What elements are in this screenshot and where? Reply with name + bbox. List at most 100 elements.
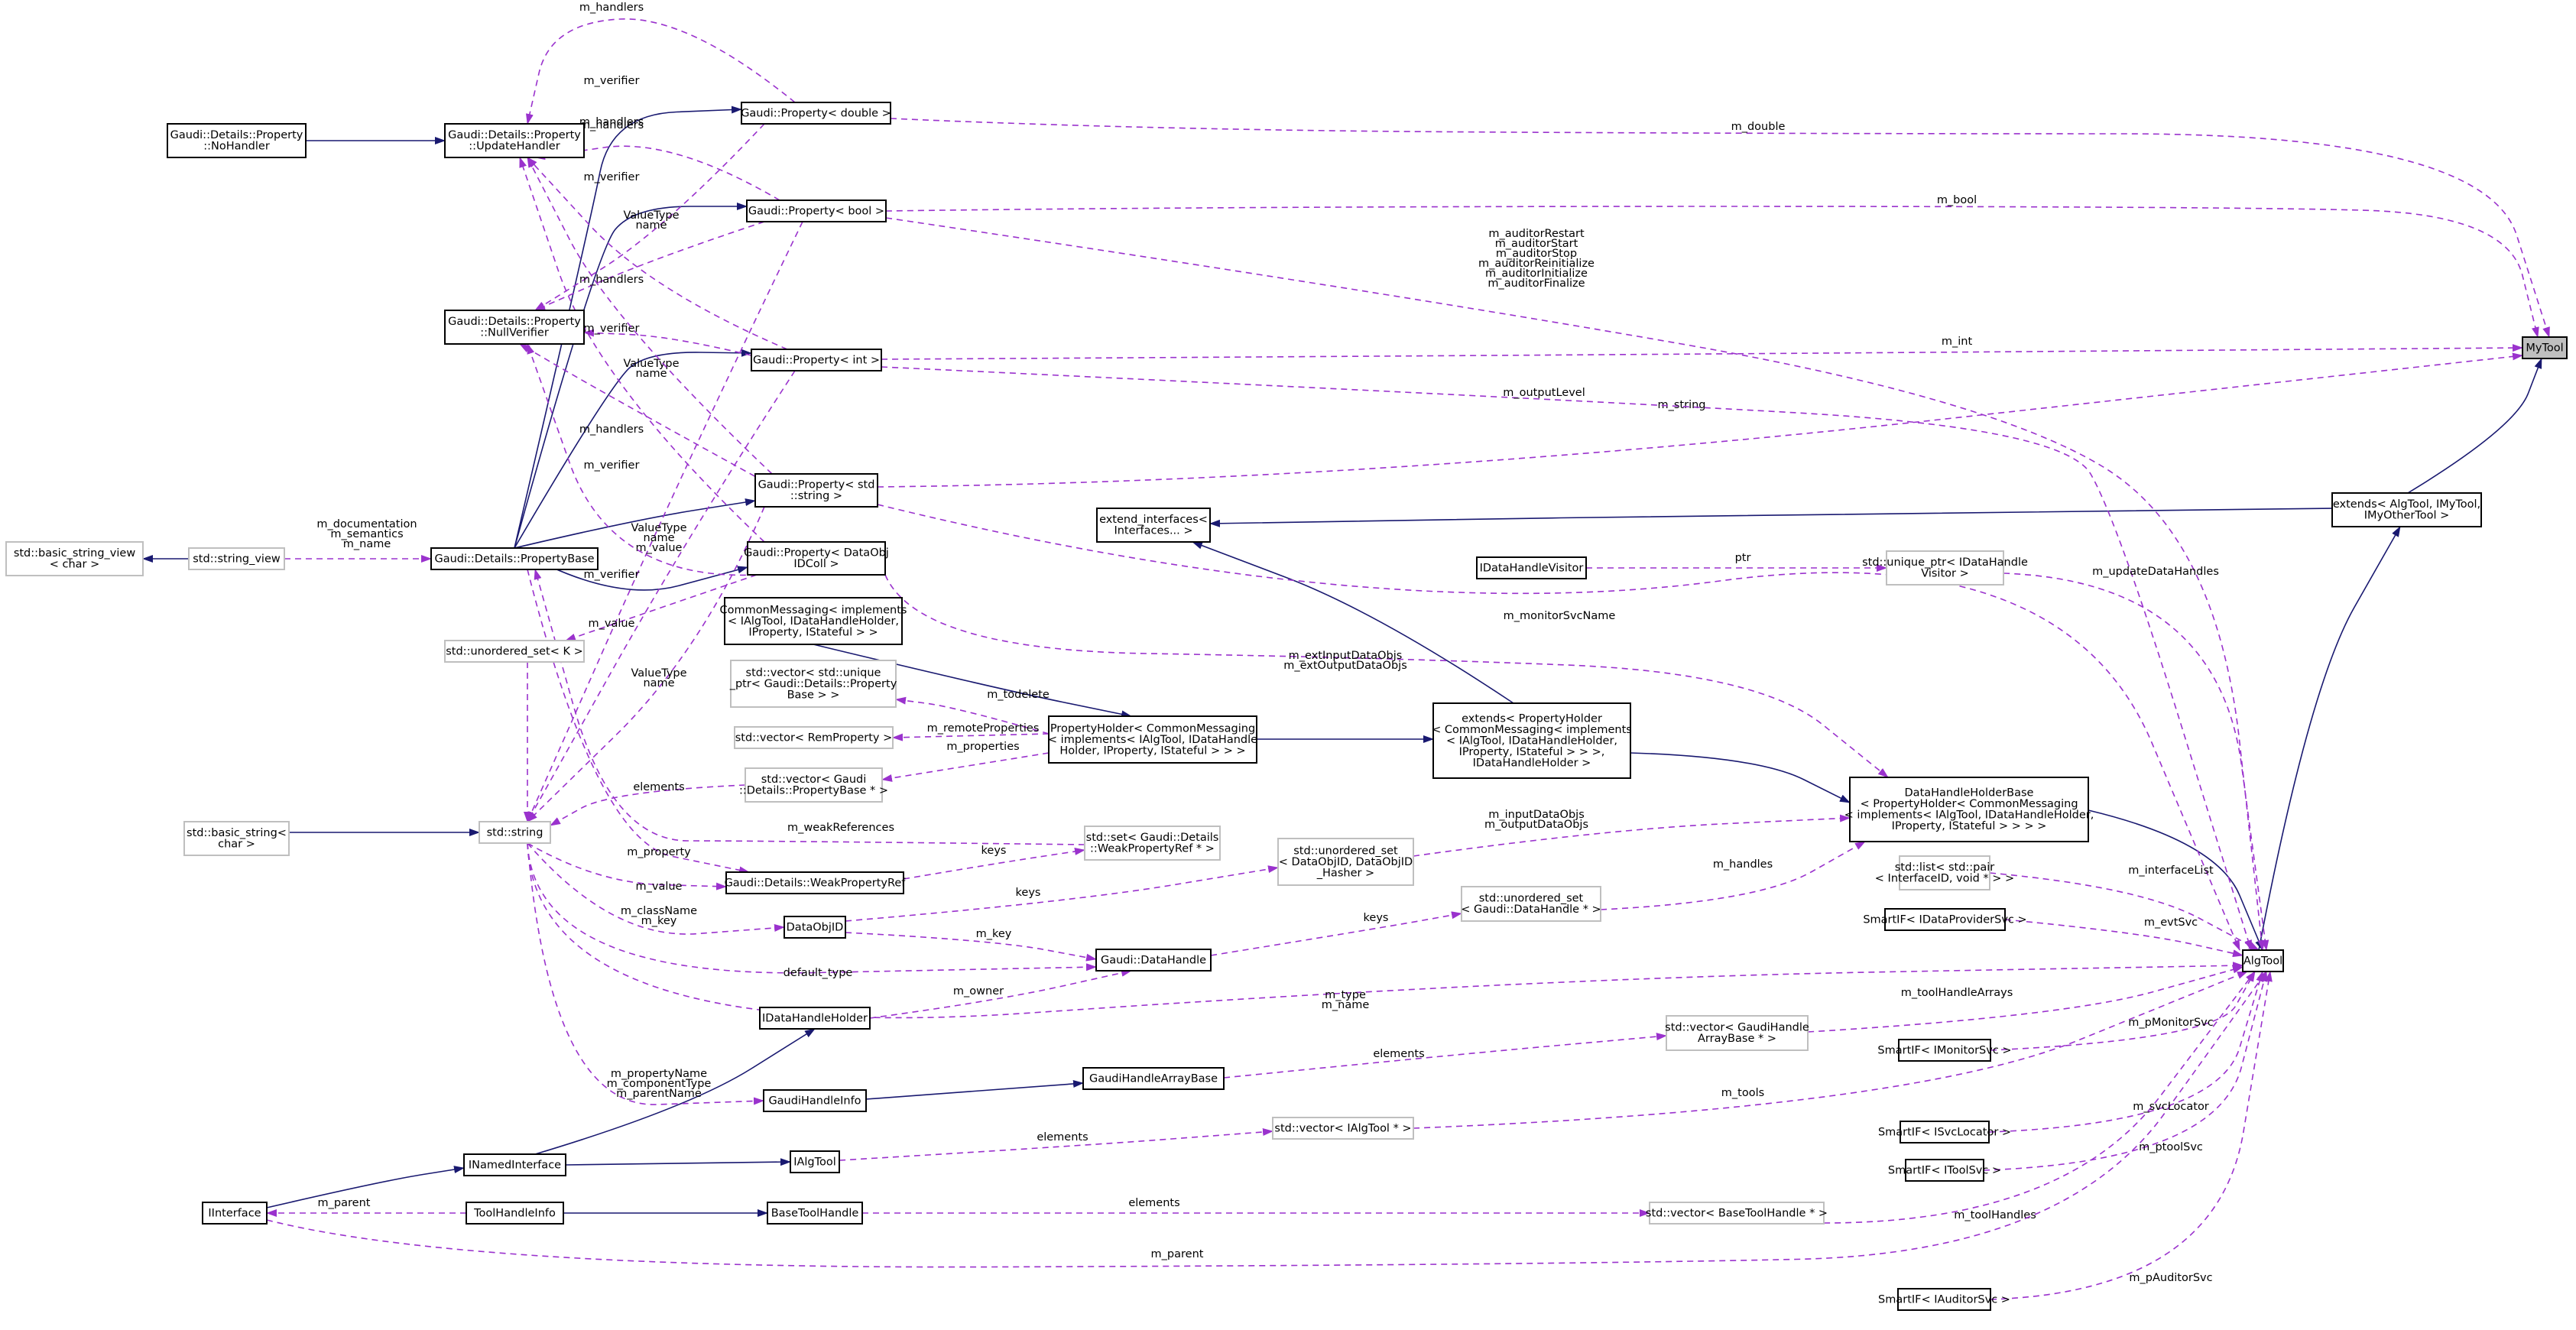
class-node-uset-dataobjid[interactable]: std::unordered_set< DataObjID, DataObjID… xyxy=(1277,838,1414,886)
class-box[interactable] xyxy=(2331,492,2482,527)
class-box[interactable] xyxy=(479,821,551,844)
class-node-set-weakpropertyref[interactable]: std::set< Gaudi::Details::WeakPropertyRe… xyxy=(1084,826,1221,861)
class-box[interactable] xyxy=(444,123,585,158)
class-box[interactable] xyxy=(1095,949,1212,972)
class-box[interactable] xyxy=(747,541,886,576)
class-node-mytool[interactable]: MyTool xyxy=(2522,336,2568,359)
class-box[interactable] xyxy=(202,1202,268,1225)
class-node-gaudipropertydouble[interactable]: Gaudi::Property< double > xyxy=(741,102,891,125)
class-box[interactable] xyxy=(444,640,585,663)
class-box[interactable] xyxy=(1084,826,1221,861)
class-box[interactable] xyxy=(759,1007,871,1030)
class-node-basetoolhandle[interactable]: BaseToolHandle xyxy=(767,1202,863,1225)
class-node-vec-unique-ptr[interactable]: std::vector< std::unique_ptr< Gaudi::Det… xyxy=(729,660,897,708)
class-node-extend-interfaces[interactable]: extend_interfaces<Interfaces... > xyxy=(1096,508,1211,543)
class-node-smartif-isvclocator[interactable]: SmartIF< ISvcLocator > xyxy=(1878,1121,2011,1143)
class-node-commonmessaging[interactable]: CommonMessaging< implements< IAlgTool, I… xyxy=(720,597,907,645)
class-box[interactable] xyxy=(466,1202,564,1225)
class-box[interactable] xyxy=(763,1089,867,1112)
class-box[interactable] xyxy=(1649,1202,1825,1225)
class-box[interactable] xyxy=(724,597,903,645)
class-node-nohandler[interactable]: Gaudi::Details::Property::NoHandler xyxy=(167,123,307,158)
class-box[interactable] xyxy=(1899,855,1990,890)
class-node-smartif-idataprovidersvc[interactable]: SmartIF< IDataProviderSvc > xyxy=(1863,908,2027,931)
class-box[interactable] xyxy=(790,1150,840,1173)
class-box[interactable] xyxy=(1666,1015,1809,1051)
class-node-list-pair[interactable]: std::list< std::pair< InterfaceID, void … xyxy=(1875,855,2014,890)
class-node-inamedinterface[interactable]: INamedInterface xyxy=(463,1153,566,1176)
class-node-smartif-itoolsvc[interactable]: SmartIF< IToolSvc > xyxy=(1888,1159,2001,1182)
class-node-toolhandleinfo[interactable]: ToolHandleInfo xyxy=(466,1202,564,1225)
class-node-iinterface[interactable]: IInterface xyxy=(202,1202,268,1225)
class-box[interactable] xyxy=(1277,838,1414,886)
class-box[interactable] xyxy=(463,1153,566,1176)
class-node-updatehandler[interactable]: Gaudi::Details::Property::UpdateHandler xyxy=(444,123,585,158)
class-box[interactable] xyxy=(745,767,883,803)
class-box[interactable] xyxy=(1849,777,2089,842)
class-box[interactable] xyxy=(2522,336,2568,359)
class-node-nullverifier[interactable]: Gaudi::Details::Property::NullVerifier xyxy=(444,310,585,345)
class-node-gaudidatahandle[interactable]: Gaudi::DataHandle xyxy=(1095,949,1212,972)
class-node-vec-basetoolhandle[interactable]: std::vector< BaseToolHandle * > xyxy=(1646,1202,1828,1225)
class-node-idatahandlevisitor[interactable]: IDataHandleVisitor xyxy=(1476,556,1587,579)
class-node-smartif-imonitorsvc[interactable]: SmartIF< IMonitorSvc > xyxy=(1877,1039,2012,1062)
class-box[interactable] xyxy=(751,349,882,371)
class-node-basic-string-view[interactable]: std::basic_string_view< char > xyxy=(5,541,144,576)
class-node-gaudihandleinfo[interactable]: GaudiHandleInfo xyxy=(763,1089,867,1112)
class-node-extends-propertyholder[interactable]: extends< PropertyHolder< CommonMessaging… xyxy=(1432,702,1632,779)
class-node-smartif-iauditorsvc[interactable]: SmartIF< IAuditorSvc > xyxy=(1878,1288,2010,1311)
class-node-propertybase[interactable]: Gaudi::Details::PropertyBase xyxy=(430,547,599,570)
class-box[interactable] xyxy=(1272,1117,1414,1140)
class-box[interactable] xyxy=(1096,508,1211,543)
class-node-std-string[interactable]: std::string xyxy=(479,821,551,844)
class-box[interactable] xyxy=(5,541,144,576)
class-node-uset-datahandle[interactable]: std::unordered_set< Gaudi::DataHandle * … xyxy=(1461,886,1601,922)
class-node-vec-ialgtool[interactable]: std::vector< IAlgTool * > xyxy=(1272,1117,1414,1140)
class-box[interactable] xyxy=(444,310,585,345)
class-box[interactable] xyxy=(430,547,599,570)
class-node-algtool[interactable]: AlgTool xyxy=(2242,949,2284,972)
class-box[interactable] xyxy=(1461,886,1601,922)
class-node-weakpropertyref[interactable]: Gaudi::Details::WeakPropertyRef xyxy=(725,871,907,894)
class-box[interactable] xyxy=(1900,1121,1990,1143)
class-box[interactable] xyxy=(1898,1039,1991,1062)
class-node-idatahandleholder[interactable]: IDataHandleHolder xyxy=(759,1007,871,1030)
class-node-propertyholder[interactable]: PropertyHolder< CommonMessaging< impleme… xyxy=(1048,715,1257,764)
class-node-unordered-set-k[interactable]: std::unordered_set< K > xyxy=(444,640,585,663)
class-box[interactable] xyxy=(741,102,891,125)
class-box[interactable] xyxy=(734,726,894,749)
class-box[interactable] xyxy=(1897,1288,1991,1311)
class-box[interactable] xyxy=(1432,702,1631,779)
class-node-vec-propertybaseptr[interactable]: std::vector< Gaudi::Details::PropertyBas… xyxy=(739,767,888,803)
class-box[interactable] xyxy=(784,916,846,939)
class-node-gaudipropertybool[interactable]: Gaudi::Property< bool > xyxy=(746,200,887,222)
class-node-extends-algtool[interactable]: extends< AlgTool, IMyTool,IMyOtherTool > xyxy=(2331,492,2482,527)
class-box[interactable] xyxy=(1082,1067,1225,1090)
class-box[interactable] xyxy=(2242,949,2284,972)
class-node-basic-string[interactable]: std::basic_string<char > xyxy=(183,821,290,856)
class-node-gaudihandlearraybase[interactable]: GaudiHandleArrayBase xyxy=(1082,1067,1225,1090)
class-box[interactable] xyxy=(725,871,904,894)
class-node-unique-ptr-idatahandlevisitor[interactable]: std::unique_ptr< IDataHandleVisitor > xyxy=(1862,550,2028,586)
class-node-ialgtool[interactable]: IAlgTool xyxy=(790,1150,840,1173)
class-box[interactable] xyxy=(1048,715,1257,764)
class-box[interactable] xyxy=(1905,1159,1984,1182)
class-box[interactable] xyxy=(1476,556,1587,579)
class-node-vec-remproperty[interactable]: std::vector< RemProperty > xyxy=(734,726,894,749)
class-box[interactable] xyxy=(730,660,897,708)
class-box[interactable] xyxy=(188,547,285,570)
class-box[interactable] xyxy=(1886,550,2004,586)
class-box[interactable] xyxy=(746,200,887,222)
class-node-vec-gaudihandlearraybase[interactable]: std::vector< GaudiHandleArrayBase * > xyxy=(1665,1015,1809,1051)
class-box[interactable] xyxy=(167,123,307,158)
class-node-gaudipropertystring[interactable]: Gaudi::Property< std::string > xyxy=(754,473,878,508)
class-node-gaudipropertyint[interactable]: Gaudi::Property< int > xyxy=(751,349,882,371)
class-box[interactable] xyxy=(1884,908,2006,931)
class-node-dataobjid[interactable]: DataObjID xyxy=(784,916,846,939)
class-box[interactable] xyxy=(183,821,290,856)
class-box[interactable] xyxy=(754,473,878,508)
class-node-string-view[interactable]: std::string_view xyxy=(188,547,285,570)
class-box[interactable] xyxy=(767,1202,863,1225)
class-node-datahandleholderbase[interactable]: DataHandleHolderBase< PropertyHolder< Co… xyxy=(1844,777,2094,842)
